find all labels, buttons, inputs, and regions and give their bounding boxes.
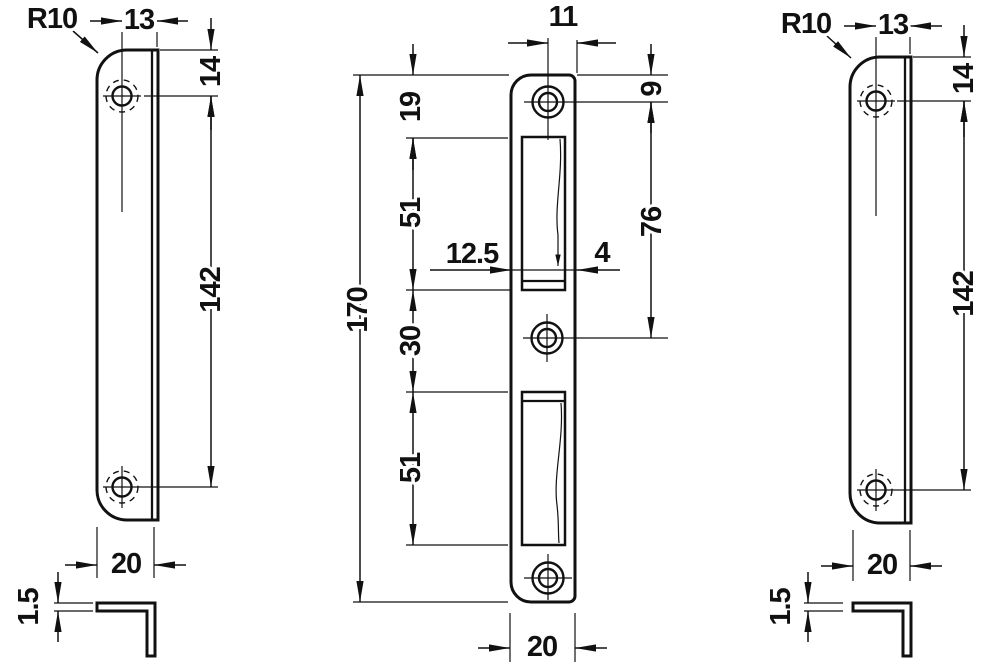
right-angle-profile <box>851 601 913 658</box>
dim-label: 142 <box>948 271 980 316</box>
right-dim-flange-width: 13 <box>844 6 942 216</box>
latch-cutout-top <box>520 135 567 292</box>
left-dim-hole-spacing: 142 <box>192 96 230 487</box>
left-angle-profile <box>95 601 157 658</box>
right-dim-hole-to-top: 14 <box>897 25 983 137</box>
right-dim-plate-width: 20 <box>821 530 942 584</box>
left-dim-radius: R10 <box>24 0 99 54</box>
hole-outer-circle <box>530 321 564 355</box>
dim-label: 13 <box>878 9 909 41</box>
cutout-rect <box>520 135 567 292</box>
left-side-view: R10 13 14 142 20 <box>10 0 230 658</box>
left-dim-flange-width: 13 <box>90 1 188 212</box>
dim-label: 30 <box>395 326 427 356</box>
hole-countersink-dashed <box>859 473 893 507</box>
dim-label: 20 <box>867 549 897 581</box>
dim-label: 19 <box>395 91 427 122</box>
hole-outer-circle <box>531 85 565 119</box>
dim-label: 76 <box>636 206 668 237</box>
dim-label: 20 <box>111 548 141 580</box>
left-dim-plate-width: 20 <box>65 527 186 583</box>
hole-circle <box>537 567 559 589</box>
front-dim-lip-width: 11 <box>508 0 616 73</box>
front-dim-cutout1-height: 51 <box>392 138 430 290</box>
front-middle-screw-hole <box>523 314 668 362</box>
front-dim-between-cutouts: 30 <box>392 290 430 392</box>
dim-label: 11 <box>549 1 579 33</box>
dim-label-latch-offset: 12.5 <box>446 238 499 270</box>
front-dim-hole-to-hole: 76 <box>633 102 671 338</box>
dim-label: 170 <box>342 287 374 332</box>
dim-label: 51 <box>395 197 427 228</box>
right-dim-thickness: 1.5 <box>762 572 843 642</box>
dim-label: 1.5 <box>765 587 797 625</box>
dim-label: 142 <box>195 267 227 312</box>
dim-label: 9 <box>636 81 668 97</box>
front-dim-cutout2-height: 51 <box>392 392 430 545</box>
front-dim-top-to-hole: 9 <box>633 44 671 133</box>
hole-countersink-dashed <box>105 470 139 504</box>
radius-leader-arrow <box>826 35 852 59</box>
left-bottom-screw-hole <box>103 466 218 508</box>
front-dim-plate-width: 20 <box>478 613 607 666</box>
hole-outer-circle <box>531 561 565 595</box>
latch-cutout-bottom <box>520 390 567 547</box>
latch-break-line <box>555 402 563 544</box>
front-dim-total-height: 170 <box>339 75 377 602</box>
latch-break-line <box>555 138 562 266</box>
dim-label: 14 <box>195 56 227 87</box>
hole-circle <box>537 91 559 113</box>
dim-label: 14 <box>948 63 980 94</box>
left-plate-outline <box>95 48 160 522</box>
hole-circle <box>536 327 558 349</box>
right-plate-outline <box>848 55 913 525</box>
front-dim-latch-offset: 12.5 4 <box>430 234 620 274</box>
hole-circle <box>865 479 887 501</box>
right-dim-radius: R10 <box>778 5 852 59</box>
dim-label-lip-depth: 4 <box>594 237 610 269</box>
dim-label: 1.5 <box>13 587 45 625</box>
right-bottom-screw-hole <box>857 469 971 511</box>
front-dim-top-to-cutout: 19 <box>392 44 430 170</box>
left-dim-thickness: 1.5 <box>10 572 93 642</box>
radius-label: R10 <box>781 8 831 40</box>
front-bottom-screw-hole <box>524 554 572 600</box>
dim-label: 13 <box>124 4 155 36</box>
hole-circle <box>111 476 133 498</box>
right-side-view: R10 13 14 142 20 <box>762 5 983 658</box>
radius-label: R10 <box>27 3 77 35</box>
right-dim-hole-spacing: 142 <box>945 101 983 490</box>
radius-leader-arrow <box>72 30 99 54</box>
front-view: 11 19 51 30 51 <box>339 0 671 666</box>
front-top-screw-hole <box>524 38 668 140</box>
dim-label: 51 <box>395 452 427 483</box>
dim-label: 20 <box>527 631 557 663</box>
